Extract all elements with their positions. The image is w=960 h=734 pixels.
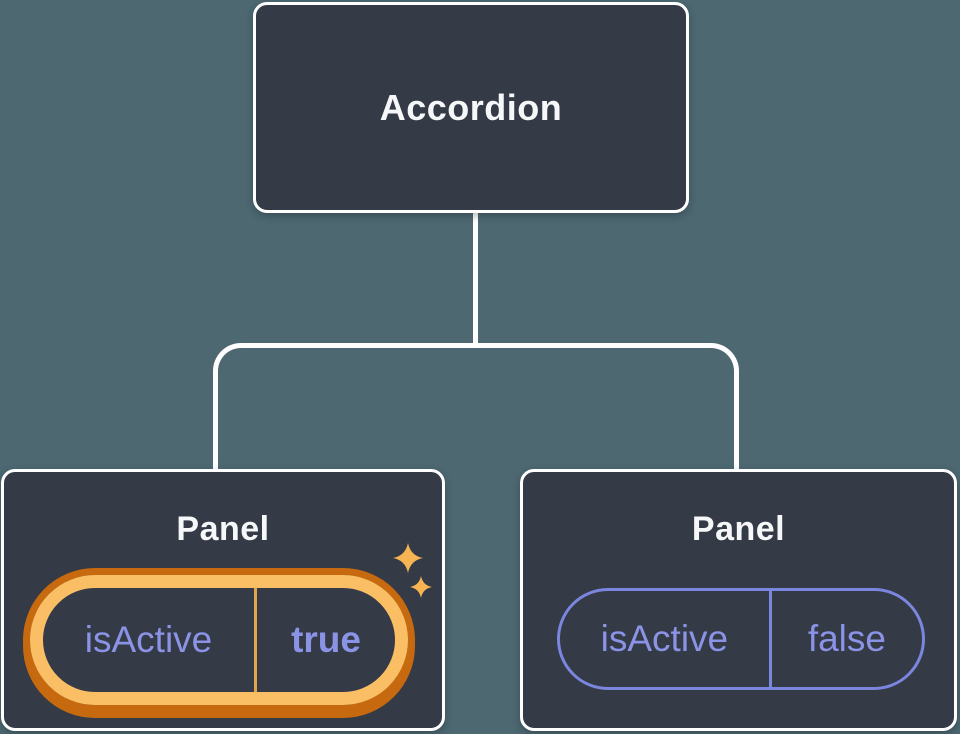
panel-title: Panel [691, 510, 786, 548]
prop-name: isActive [84, 619, 213, 660]
connector-root-stem [473, 210, 478, 346]
pill-divider [768, 591, 772, 687]
prop-value: false [807, 618, 886, 659]
pill-divider [254, 588, 258, 692]
panel-node-inactive: Panel isActive false [520, 469, 957, 731]
connector-branch-elbows [213, 343, 739, 472]
accordion-label: Accordion [379, 86, 563, 128]
prop-name: isActive [600, 618, 729, 659]
panel-title: Panel [176, 510, 270, 548]
accordion-node: Accordion [253, 2, 689, 213]
sparkle-icon [410, 576, 432, 598]
state-pill-inactive: isActive false [557, 588, 925, 690]
state-pill-active: isActive true [30, 575, 408, 705]
prop-value: true [291, 619, 361, 660]
sparkle-icon [393, 543, 423, 573]
panel-node-active: Panel isActive true [1, 469, 445, 731]
